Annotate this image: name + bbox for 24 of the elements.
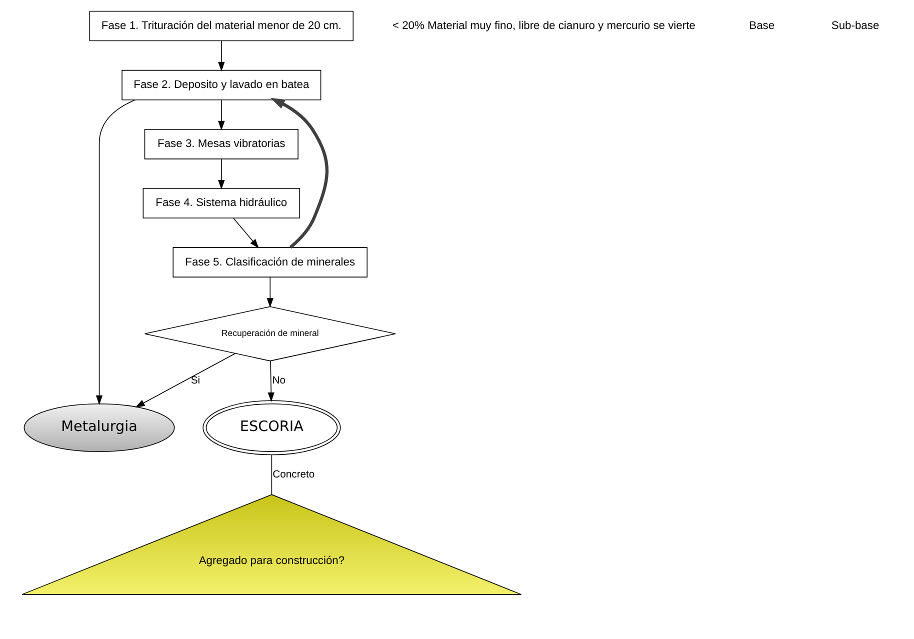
arrow xyxy=(218,158,224,190)
label: Base xyxy=(748,20,774,32)
node-diamond: Recuperación de mineral xyxy=(144,306,396,362)
arrow xyxy=(232,218,258,248)
arrow xyxy=(95,99,136,405)
arrow xyxy=(270,98,328,249)
node-box: Fase 1. Trituración del material menor de 20 cm. xyxy=(88,10,354,42)
arrow xyxy=(134,353,236,408)
edge-label: Si xyxy=(190,376,200,387)
edge-label: No xyxy=(272,376,286,387)
connector xyxy=(270,454,272,495)
node-ellipse: Metalurgia xyxy=(23,403,174,452)
node-box: Fase 3. Mesas vibratorias xyxy=(144,128,298,160)
label: < 20% Material muy fino, libre de cianuro y mercurio se vierte xyxy=(392,20,695,32)
arrow xyxy=(267,360,274,402)
node-box: Fase 2. Deposito y lavado en batea xyxy=(121,70,321,100)
node-ellipse: ESCORIA xyxy=(202,400,340,456)
node-box: Fase 5. Clasificación de minerales xyxy=(172,247,367,278)
arrow xyxy=(218,100,224,131)
arrow xyxy=(266,276,273,308)
edge-label: Concreto xyxy=(272,469,314,480)
arrow xyxy=(218,40,224,72)
label: Sub-base xyxy=(830,20,879,32)
node-box: Fase 4. Sistema hidráulico xyxy=(142,188,300,218)
